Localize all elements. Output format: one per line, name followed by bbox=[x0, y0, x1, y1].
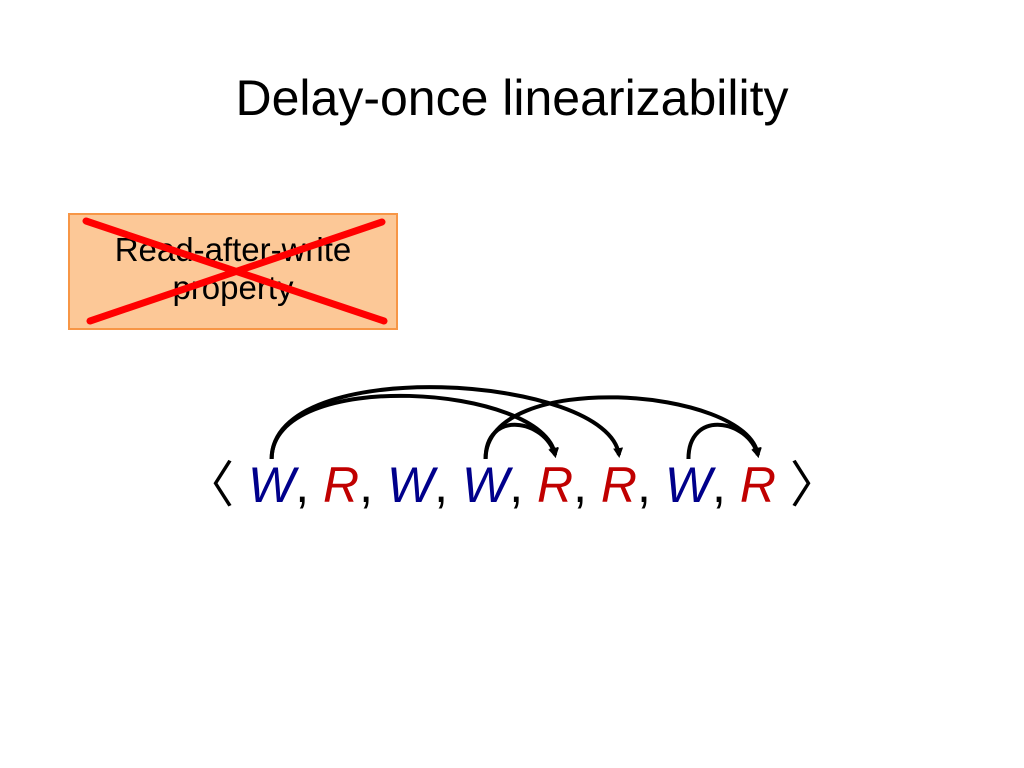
read-after-write-box: Read-after-write property bbox=[68, 213, 398, 330]
dependency-arrow-3-to-7 bbox=[483, 395, 762, 460]
op-separator: , bbox=[295, 457, 310, 513]
op-separator: , bbox=[434, 457, 449, 513]
op-separator: , bbox=[573, 457, 588, 513]
op-write-2: W bbox=[386, 457, 435, 513]
operation-sequence: 〈 W, R, W, W, R, R, W, R 〉 bbox=[0, 452, 1024, 518]
op-read-4: R bbox=[537, 457, 574, 513]
dependency-arrow-0-to-4 bbox=[269, 393, 559, 460]
sequence-close-bracket: 〉 bbox=[789, 456, 840, 514]
op-separator: , bbox=[509, 457, 524, 513]
op-write-6: W bbox=[664, 457, 713, 513]
sequence-open-bracket: 〈 bbox=[184, 456, 235, 514]
op-read-1: R bbox=[323, 457, 360, 513]
slide-title: Delay-once linearizability bbox=[235, 70, 789, 126]
op-read-5: R bbox=[600, 457, 638, 513]
op-separator: , bbox=[637, 457, 651, 513]
op-separator: , bbox=[712, 457, 726, 513]
property-box-line-2: property bbox=[172, 269, 294, 306]
dependency-arrow-0-to-5 bbox=[269, 385, 624, 460]
op-write-3: W bbox=[461, 457, 510, 513]
sequence-ops: W, R, W, W, R, R, W, R bbox=[248, 457, 790, 513]
op-write-0: W bbox=[248, 457, 296, 513]
op-read-7: R bbox=[739, 457, 776, 513]
op-separator: , bbox=[359, 457, 374, 513]
property-box-line-1: Read-after-write bbox=[114, 231, 352, 268]
